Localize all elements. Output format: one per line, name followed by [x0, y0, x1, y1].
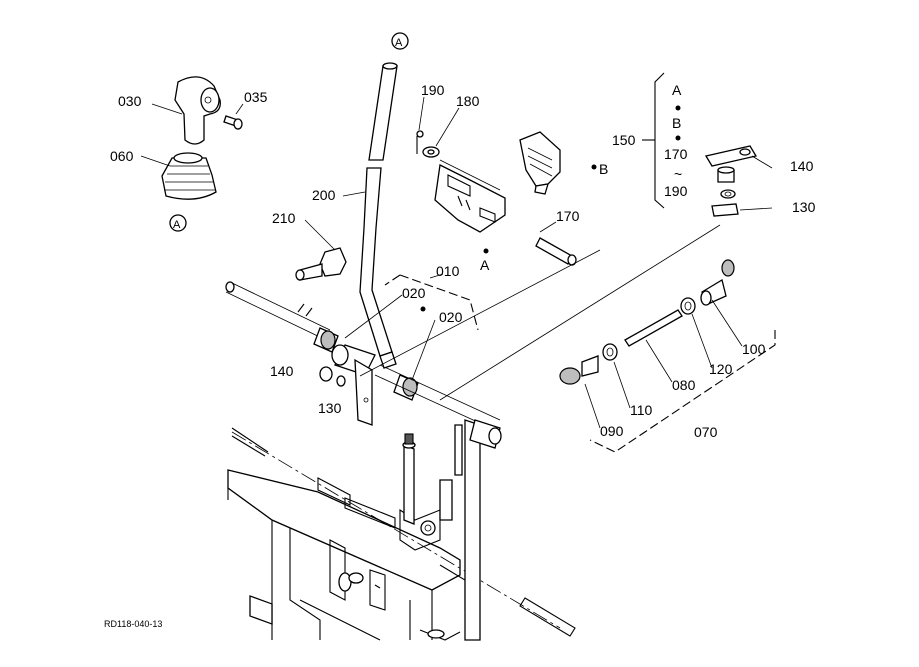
- rod-080: [624, 309, 683, 347]
- washer-130: [720, 189, 736, 199]
- legend-item-170: 170: [664, 146, 688, 162]
- legend-dot-2: [675, 135, 681, 141]
- bracket-150: [654, 72, 665, 209]
- callout-100: 100: [742, 341, 766, 357]
- vertical-posts: [402, 419, 481, 641]
- callout-010: 010: [436, 263, 460, 279]
- callout-035: 035: [244, 89, 268, 105]
- callout-070: 070: [694, 424, 718, 440]
- nut-120: [680, 297, 696, 315]
- callout-180: 180: [456, 93, 480, 109]
- frame-assembly: [227, 427, 576, 641]
- washer-130-left: [336, 375, 346, 387]
- ref-dot-b: [591, 164, 597, 170]
- callout-080: 080: [672, 377, 696, 393]
- legend-item-190: 190: [664, 183, 688, 199]
- callout-170: 170: [556, 208, 580, 224]
- shaft-010: [225, 281, 502, 449]
- callout-020-a: 020: [402, 285, 426, 301]
- callout-030: 030: [118, 93, 142, 109]
- ball-joint-100: [700, 259, 735, 306]
- leader-lines: [140, 96, 773, 429]
- callout-120: 120: [709, 361, 733, 377]
- callout-a-left: A: [173, 219, 181, 231]
- callout-150: 150: [612, 132, 636, 148]
- callout-210: 210: [272, 210, 296, 226]
- center-line-2: [359, 249, 601, 377]
- callout-a-top: A: [395, 37, 403, 49]
- callout-090: 090: [600, 423, 624, 439]
- callout-060: 060: [110, 148, 134, 164]
- nut-110: [602, 343, 618, 361]
- callout-140-right: 140: [790, 158, 814, 174]
- center-line: [439, 224, 721, 401]
- callout-a-mid: A: [480, 257, 490, 273]
- callout-200: 200: [312, 187, 336, 203]
- callout-140-left: 140: [270, 363, 294, 379]
- legend-item-tilde: ~: [674, 166, 682, 182]
- callout-110: 110: [630, 402, 653, 418]
- legend-item-b: B: [672, 115, 681, 131]
- callout-130-left: 130: [318, 400, 342, 416]
- legend-item-a: A: [672, 82, 682, 98]
- plate-130: [711, 203, 739, 217]
- pin-190: [416, 130, 424, 154]
- collar-140: [717, 166, 735, 183]
- boot-060: [161, 152, 217, 200]
- washer-180: [422, 146, 440, 158]
- group-outline-070: [589, 330, 776, 453]
- link-plate-140: [704, 145, 758, 167]
- ref-dot-a: [483, 248, 489, 254]
- pedal-bracket: [519, 131, 561, 195]
- circle-marker-a-left: [169, 214, 187, 232]
- callout-190: 190: [421, 82, 445, 98]
- drawing-id: RD118-040-13: [104, 619, 162, 629]
- group-outline-010: [384, 274, 479, 331]
- bolt-035: [223, 115, 243, 130]
- pin-170: [535, 237, 577, 266]
- guide-plate: [434, 159, 506, 233]
- ball-joint-090: [559, 355, 599, 385]
- callout-130-right: 130: [792, 199, 816, 215]
- lever-200: [359, 62, 398, 369]
- callout-b: B: [599, 161, 608, 177]
- circle-marker-a-top: [391, 32, 409, 50]
- ref-dot-shaft: [420, 306, 426, 312]
- bracket-210: [295, 247, 347, 281]
- collar-140-left: [319, 366, 333, 382]
- callout-020-b: 020: [439, 309, 463, 325]
- legend-dot-1: [675, 105, 681, 111]
- knob-030: [174, 76, 221, 145]
